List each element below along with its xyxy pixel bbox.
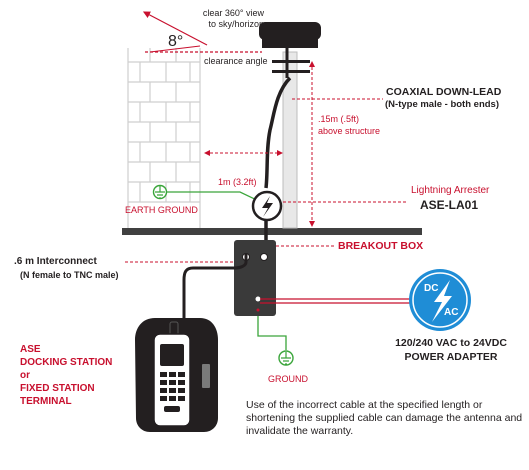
breakout-box-label: BREAKOUT BOX (338, 240, 424, 252)
power-adapter-icon (409, 269, 471, 331)
ground-label: GROUND (268, 374, 308, 384)
interconnect-cable (182, 254, 248, 320)
arrester-model: ASE-LA01 (420, 198, 479, 212)
angle-label: 8° (168, 33, 184, 50)
warning-note: Use of the incorrect cable at the specif… (246, 399, 523, 437)
antenna-icon (259, 22, 321, 78)
power-cable (260, 298, 410, 304)
dc-label: DC (424, 283, 439, 294)
clearance-slope (149, 45, 201, 53)
breakout-box-icon (234, 240, 276, 316)
earth-ground-icon (152, 184, 168, 200)
roof-slab (122, 228, 422, 235)
ground-wire (257, 316, 287, 350)
lightning-arrester-icon (251, 190, 283, 222)
interconnect-subtitle: (N female to TNC male) (20, 270, 119, 280)
ground-icon (278, 350, 294, 366)
coax-subtitle: (N-type male - both ends) (385, 99, 500, 110)
station-label: ASE DOCKING STATION or FIXED STATION TER… (20, 344, 113, 407)
arrester-title: Lightning Arrester (411, 185, 490, 196)
distance-label: 1m (3.2ft) (218, 177, 257, 187)
interconnect-title: .6 m Interconnect (14, 256, 97, 267)
ac-label: AC (444, 307, 459, 318)
brick-wall (127, 48, 201, 228)
docking-station-icon (135, 318, 218, 432)
earth-ground-label: EARTH GROUND (125, 205, 198, 215)
earth-ground-wire (166, 191, 264, 204)
mounting-pole (282, 51, 298, 229)
height-label: .15m (.5ft)above structure (318, 114, 381, 136)
coax-down-lead-cable (264, 76, 292, 189)
sky-view-arrow (142, 11, 208, 46)
clearance-angle-label: clearance angle (204, 56, 268, 66)
coax-title: COAXIAL DOWN-LEAD (386, 86, 502, 98)
